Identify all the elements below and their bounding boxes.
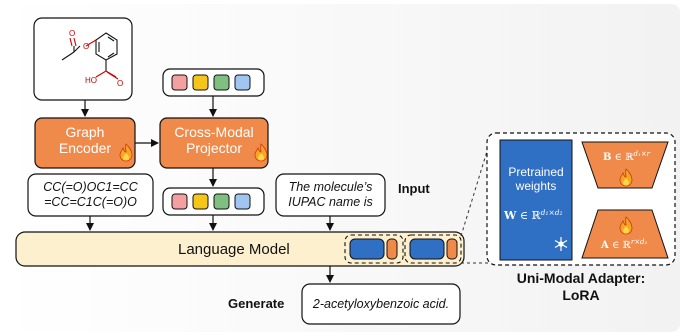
token-yellow xyxy=(192,193,209,210)
token-blue xyxy=(234,193,251,210)
token-blue xyxy=(234,74,251,91)
token-green xyxy=(213,193,230,210)
smiles-text: CC(=O)OC1=CC =CC=C1C(=O)O xyxy=(28,180,153,210)
projected-token-card xyxy=(162,187,265,216)
projector-line1: Cross-Modal xyxy=(174,124,254,140)
cross-modal-projector-box xyxy=(159,117,269,169)
flame-icon xyxy=(619,216,633,235)
token-yellow xyxy=(192,74,209,91)
atom-ho: HO xyxy=(85,76,97,85)
language-model-label: Language Model xyxy=(178,241,290,258)
generate-label: Generate xyxy=(228,296,285,311)
lora-matrix-b xyxy=(581,141,669,189)
lora-caption: Uni-Modal Adapter: LoRA xyxy=(487,270,675,304)
pretrained-weights-block xyxy=(499,139,573,261)
prompt-line2: IUPAC name is xyxy=(288,195,373,209)
lora-slot-1 xyxy=(344,234,404,264)
flow-arrows xyxy=(81,96,334,283)
input-token-card xyxy=(162,68,265,97)
atom-o-ester: O xyxy=(83,42,89,51)
molecule-structure xyxy=(61,32,119,80)
input-label: Input xyxy=(398,181,430,196)
pretrained-line1: Pretrained xyxy=(508,165,564,179)
pretrained-line2: weights xyxy=(515,178,557,193)
flame-icon xyxy=(619,168,633,187)
token-pink xyxy=(171,193,188,210)
lora-caption-line2: LoRA xyxy=(562,286,600,303)
token-pink xyxy=(171,74,188,91)
prompt-text: The molecule’s IUPAC name is xyxy=(276,180,385,210)
pretrained-weights-label: Pretrained weights xyxy=(500,165,572,194)
graph-encoder-line2: Encoder xyxy=(58,140,112,157)
lora-slot-2 xyxy=(404,234,462,264)
atom-o-acid: O xyxy=(117,79,123,88)
output-text: 2-acetyloxybenzoic acid. xyxy=(312,297,450,311)
graph-encoder-label: Graph Encoder xyxy=(35,124,135,156)
atom-o-carbonyl: O xyxy=(69,29,75,38)
projector-line2: Projector xyxy=(185,140,243,157)
smiles-line1: CC(=O)OC1=CC xyxy=(43,180,138,194)
smiles-line2: =CC=C1C(=O)O xyxy=(44,195,137,209)
prompt-line1: The molecule’s xyxy=(288,180,373,194)
token-green xyxy=(213,74,230,91)
flame-icon xyxy=(254,143,268,162)
lora-caption-line1: Uni-Modal Adapter: xyxy=(516,270,646,286)
projector-label: Cross-Modal Projector xyxy=(160,124,268,156)
flame-icon xyxy=(119,143,133,162)
graph-encoder-line1: Graph xyxy=(65,124,105,140)
molecule-card: O O O HO xyxy=(33,17,133,101)
snowflake-icon xyxy=(554,237,568,251)
output-card xyxy=(301,283,461,325)
